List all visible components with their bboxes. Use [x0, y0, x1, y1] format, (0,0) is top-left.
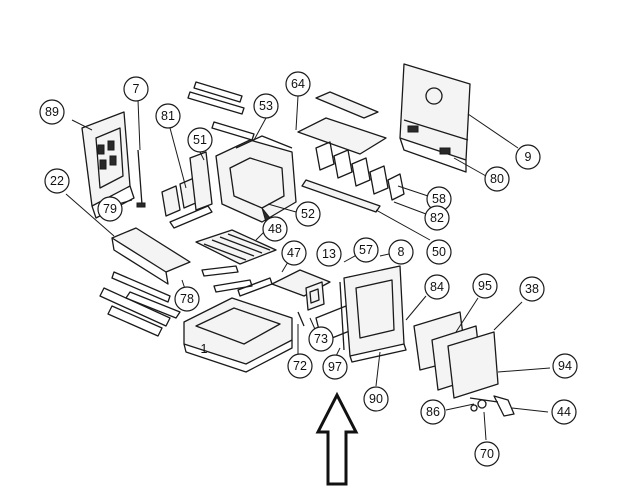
- part-72-screw: [297, 311, 305, 327]
- callout-52: 52: [295, 201, 321, 227]
- svg-text:94: 94: [558, 359, 572, 373]
- svg-text:50: 50: [432, 245, 446, 259]
- svg-text:97: 97: [328, 360, 342, 374]
- part-44-handle: [469, 395, 515, 417]
- callout-50: 50: [426, 239, 452, 265]
- part-53-firebox: [215, 135, 297, 223]
- callout-47: 47: [281, 240, 307, 266]
- part-64-rear-brick-set: [297, 91, 405, 201]
- svg-text:53: 53: [259, 99, 273, 113]
- svg-text:52: 52: [301, 207, 315, 221]
- callout-80: 80: [484, 166, 510, 192]
- callout-53: 53: [253, 93, 279, 119]
- part-9-back-panel: [399, 63, 471, 173]
- callout-97: 97: [322, 354, 348, 380]
- svg-text:79: 79: [103, 202, 117, 216]
- part-89-left-side-panel: [81, 111, 135, 219]
- callout-44: 44: [551, 399, 577, 425]
- callout-57: 57: [353, 237, 379, 263]
- leader-lines: [65, 95, 551, 441]
- svg-text:8: 8: [398, 245, 405, 259]
- callout-51: 51: [187, 127, 213, 153]
- callout-94: 94: [552, 353, 578, 379]
- svg-text:82: 82: [430, 211, 444, 225]
- svg-text:89: 89: [45, 105, 59, 119]
- svg-text:7: 7: [133, 82, 140, 96]
- svg-text:73: 73: [314, 332, 328, 346]
- callout-72: 72: [287, 353, 313, 379]
- svg-text:86: 86: [426, 405, 440, 419]
- svg-text:80: 80: [490, 172, 504, 186]
- callout-9: 9: [515, 144, 541, 170]
- svg-text:70: 70: [480, 447, 494, 461]
- svg-text:84: 84: [430, 280, 444, 294]
- svg-text:47: 47: [287, 246, 301, 260]
- callout-89: 89: [39, 99, 65, 125]
- callout-48: 48: [262, 216, 288, 242]
- part-22-front-bar: [111, 227, 191, 285]
- callout-84: 84: [424, 274, 450, 300]
- part-78-lower-rails: [99, 271, 181, 337]
- svg-text:90: 90: [369, 392, 383, 406]
- callout-73: 73: [308, 326, 334, 352]
- svg-text:58: 58: [432, 192, 446, 206]
- part-51-side-brick: [169, 151, 213, 229]
- callout-90: 90: [363, 386, 389, 412]
- svg-text:9: 9: [525, 150, 532, 164]
- callout-86: 86: [420, 399, 446, 425]
- grate-mark: 1: [201, 342, 208, 356]
- svg-text:95: 95: [478, 279, 492, 293]
- svg-text:78: 78: [180, 292, 194, 306]
- part-38-door: [447, 331, 499, 399]
- svg-text:48: 48: [268, 222, 282, 236]
- callout-79: 79: [97, 196, 123, 222]
- callout-7: 7: [123, 76, 149, 102]
- callout-81: 81: [155, 103, 181, 129]
- part-50-baffle-bar: [301, 179, 381, 213]
- callout-78: 78: [174, 286, 200, 312]
- svg-text:81: 81: [161, 109, 175, 123]
- callout-70: 70: [474, 441, 500, 467]
- part-48-grate: [195, 229, 277, 265]
- svg-text:72: 72: [293, 359, 307, 373]
- callout-22: 22: [44, 168, 70, 194]
- callout-95: 95: [472, 273, 498, 299]
- callout-64: 64: [285, 71, 311, 97]
- callout-8: 8: [388, 239, 414, 265]
- up-arrow-icon: [315, 391, 359, 486]
- svg-text:38: 38: [525, 282, 539, 296]
- callout-58: 58: [426, 186, 452, 212]
- svg-text:44: 44: [557, 405, 571, 419]
- svg-text:57: 57: [359, 243, 373, 257]
- callout-38: 38: [519, 276, 545, 302]
- callout-82: 82: [424, 205, 450, 231]
- part-13-bracket: [305, 281, 325, 311]
- svg-text:13: 13: [322, 247, 336, 261]
- part-7-bolt: [136, 149, 146, 208]
- callout-13: 13: [316, 241, 342, 267]
- svg-text:51: 51: [193, 133, 207, 147]
- base-ash-pan: [183, 297, 293, 373]
- svg-text:64: 64: [291, 77, 305, 91]
- svg-text:22: 22: [50, 174, 64, 188]
- part-90-door-frame: [343, 265, 407, 363]
